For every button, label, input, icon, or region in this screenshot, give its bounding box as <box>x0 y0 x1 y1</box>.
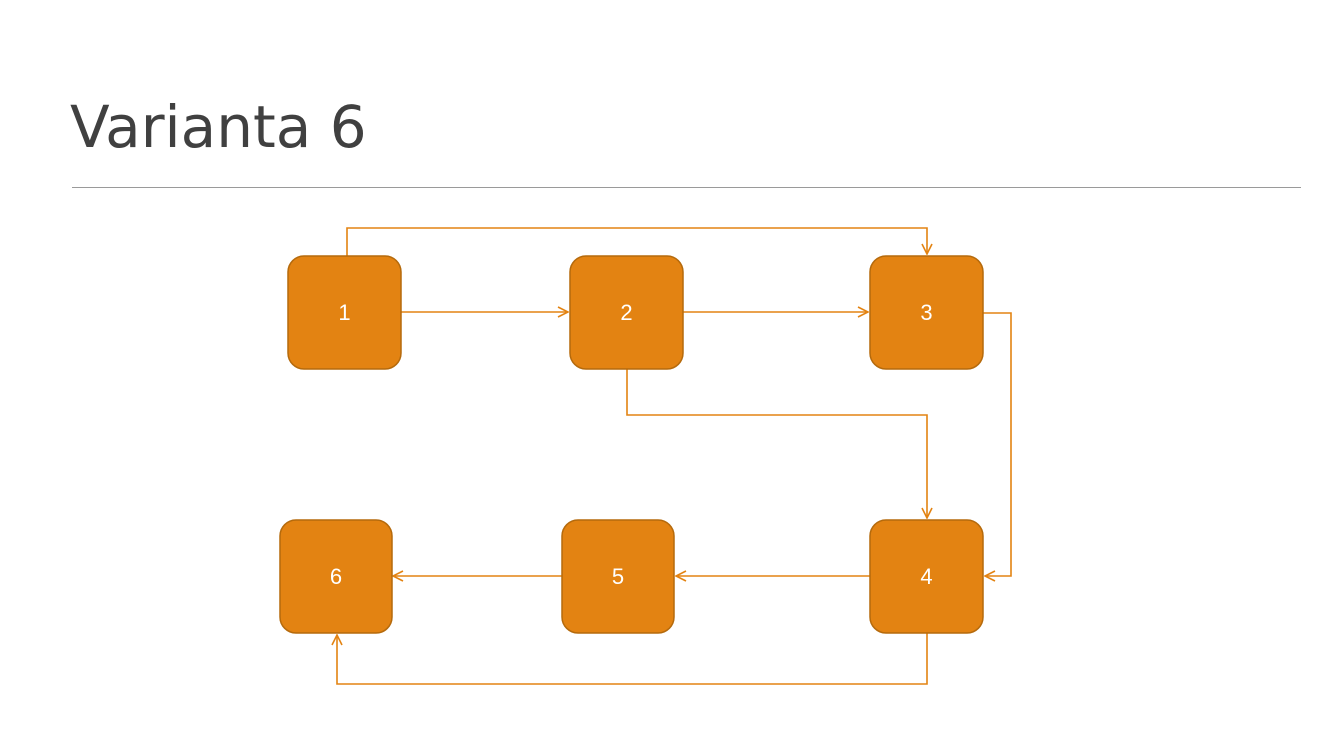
slide-title: Varianta 6 <box>70 93 367 161</box>
node-5-box <box>561 519 675 634</box>
node-2-label: 2 <box>620 300 632 325</box>
node-3: 3 <box>869 255 984 370</box>
edge-3-to-4 <box>983 312 1012 576</box>
node-5-label: 5 <box>612 564 624 589</box>
edge-1-to-3 <box>346 227 927 256</box>
node-2: 2 <box>569 255 684 370</box>
node-3-box <box>869 255 984 370</box>
node-1: 1 <box>287 255 402 370</box>
node-3-label: 3 <box>920 300 932 325</box>
node-6-box <box>279 519 393 634</box>
node-4-label: 4 <box>920 564 932 589</box>
node-4: 4 <box>869 519 984 634</box>
edge-4-to-6 <box>337 633 928 685</box>
edge-2-to-4 <box>626 369 927 518</box>
node-6: 6 <box>279 519 393 634</box>
title-divider <box>72 187 1301 188</box>
node-1-label: 1 <box>338 300 350 325</box>
node-6-label: 6 <box>330 564 342 589</box>
node-2-box <box>569 255 684 370</box>
node-4-box <box>869 519 984 634</box>
node-5: 5 <box>561 519 675 634</box>
node-1-box <box>287 255 402 370</box>
edges <box>337 227 1012 685</box>
